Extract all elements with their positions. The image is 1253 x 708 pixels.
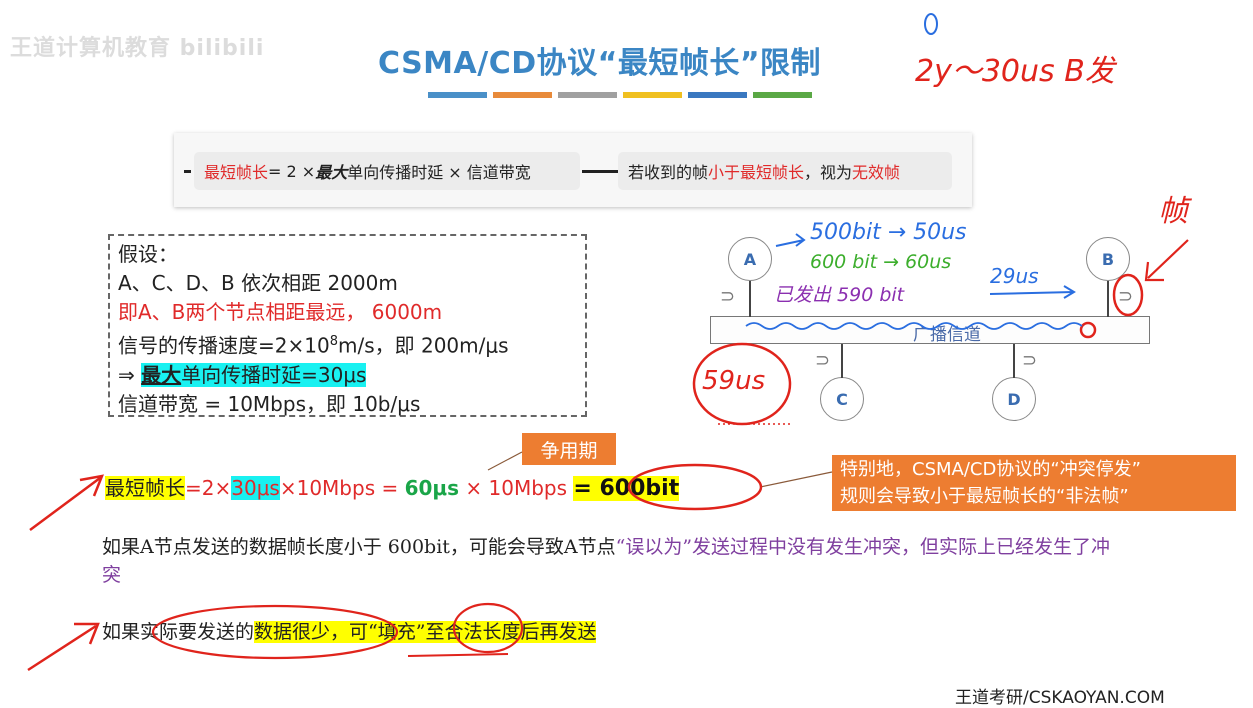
hw-600bit: 600 bit → 60us — [810, 251, 952, 273]
node-a: A — [728, 237, 772, 281]
min-frame-formula: 最短帧长=2×30μs×10Mbps = 60μs × 10Mbps = 600… — [105, 472, 680, 501]
para1-purple: “误以为”发送过程中没有发生冲突，但实际上已经发生了冲突 — [102, 536, 1111, 586]
formula-part-b: =2× — [185, 476, 232, 500]
rule-red: 小于最短帧长 — [708, 163, 805, 182]
top-zero-circle — [924, 13, 938, 35]
title-color-stripes — [428, 92, 812, 98]
definition-formula-pill: 最短帧长 = 2 × 最大 单向传播时延 × 信道带宽 — [194, 152, 580, 190]
assume-max: 最大 — [141, 362, 182, 387]
ear-icon: ⊃ — [1118, 286, 1134, 307]
padding-underline — [407, 653, 509, 657]
formula-result: = 600bit — [573, 476, 680, 501]
collision-mark — [1079, 321, 1097, 339]
data-little-circle — [151, 604, 399, 660]
formula-part-d: ×10Mbps = — [279, 476, 405, 500]
assume-line-1: 假设： — [118, 242, 178, 266]
ear-icon: ⊃ — [1022, 350, 1038, 371]
para2-highlight: 数据很少，可“填充”至合法长度后再发送 — [254, 621, 597, 643]
rule-pre: 若收到的帧 — [628, 163, 709, 182]
formula-contention: 60μs — [404, 476, 460, 500]
node-a-stem — [749, 281, 751, 317]
node-b-stem — [1107, 281, 1109, 317]
stripe-5 — [688, 92, 747, 98]
hw-top-note: 2y～30us B发 — [915, 54, 1115, 89]
explanation-paragraph-2: 如果实际要发送的数据很少，可“填充”至合法长度后再发送 — [102, 617, 597, 644]
assume-line-4: 信号的传播速度=2×108m/s，即 200m/μs — [118, 327, 577, 361]
node-b: B — [1086, 237, 1130, 281]
assume-line-5: ⇒ 最大单向传播时延=30μs — [118, 361, 577, 390]
ear-icon: ⊃ — [815, 350, 831, 371]
dash-connector — [582, 170, 618, 173]
padding-circle — [452, 602, 524, 654]
ear-icon: ⊃ — [720, 286, 736, 307]
para2-text: 如果实际要发送的 — [102, 621, 255, 643]
stripe-1 — [428, 92, 487, 98]
assume-line-3: 即A、B两个节点相距最远， 6000m — [118, 300, 443, 324]
bus-label: 广播信道 — [913, 325, 981, 345]
signal-wave — [745, 322, 1083, 330]
hw-29us: 29us — [990, 264, 1039, 288]
footer-brand: 王道考研/CSKAOYAN.COM — [955, 688, 1165, 708]
broadcast-channel-bus — [710, 316, 1150, 344]
assumption-box: 假设： A、C、D、B 依次相距 2000m 即A、B两个节点相距最远， 600… — [108, 234, 587, 417]
contention-connector — [487, 451, 523, 471]
stripe-3 — [558, 92, 617, 98]
stripe-2 — [493, 92, 552, 98]
formula-label: 最短帧长 — [105, 476, 185, 500]
slide-title: CSMA/CD协议“最短帧长”限制 — [378, 46, 822, 81]
contention-period-label: 争用期 — [522, 433, 616, 465]
node-d: D — [992, 377, 1036, 421]
node-d-stem — [1013, 344, 1015, 378]
assume-arrow: ⇒ — [118, 362, 142, 387]
dash-left — [184, 170, 191, 173]
stripe-6 — [753, 92, 812, 98]
def-rest: 单向传播时延 × 信道带宽 — [347, 163, 531, 182]
def-mid: = 2 × — [268, 161, 316, 181]
callout-connector — [759, 471, 833, 488]
red-arrow-2 — [27, 622, 100, 672]
ear-b-circle — [1112, 273, 1144, 317]
para1-text: 如果A节点发送的数据帧长度小于 600bit，可能会导致A节点 — [102, 536, 616, 558]
def-min-frame-label: 最短帧长 — [204, 163, 269, 182]
assume-speed: 信号的传播速度=2×10 — [118, 333, 330, 358]
red-arrow-1 — [29, 474, 104, 532]
illegal-frame-callout: 特别地，CSMA/CD协议的“冲突停发” 规则会导致小于最短帧长的“非法帧” — [832, 455, 1236, 511]
assume-speed-unit: m/s，即 200m/μs — [337, 333, 509, 358]
hw-590bit: 已发出 590 bit — [774, 284, 905, 306]
definition-rule-pill: 若收到的帧 小于最短帧长 ，视为 无效帧 — [618, 152, 952, 190]
formula-delay: 30μs — [231, 476, 280, 500]
assume-exp: 8 — [329, 334, 338, 349]
explanation-paragraph-1: 如果A节点发送的数据帧长度小于 600bit，可能会导致A节点“误以为”发送过程… — [102, 533, 1112, 589]
result-circle — [627, 463, 763, 511]
rule-mid: ，视为 — [804, 163, 853, 182]
callout-line-2: 规则会导致小于最短帧长的“非法帧” — [840, 486, 1129, 507]
stripe-4 — [623, 92, 682, 98]
assume-line-2: A、C、D、B 依次相距 2000m — [118, 271, 398, 295]
hw-frame: 帧 — [1158, 194, 1188, 229]
assume-delay: 单向传播时延=30μs — [181, 362, 367, 387]
formula-part-f: × 10Mbps — [459, 476, 574, 500]
frame-arrow — [1144, 239, 1189, 282]
59us-circle — [692, 342, 792, 426]
blue-arrow-1 — [775, 233, 806, 247]
assume-line-6: 信道带宽 = 10Mbps，即 10b/μs — [118, 391, 421, 416]
node-c: C — [820, 377, 864, 421]
rule-invalid: 无效帧 — [852, 163, 901, 182]
blue-arrow-2 — [989, 285, 1076, 299]
callout-line-1: 特别地，CSMA/CD协议的“冲突停发” — [840, 459, 1141, 480]
def-max: 最大 — [315, 163, 348, 182]
watermark-logo: 王道计算机教育 bilibili — [10, 36, 265, 61]
node-c-stem — [841, 344, 843, 378]
hw-59us: 59us — [702, 366, 766, 396]
hw-500bit: 500bit → 50us — [810, 220, 967, 245]
